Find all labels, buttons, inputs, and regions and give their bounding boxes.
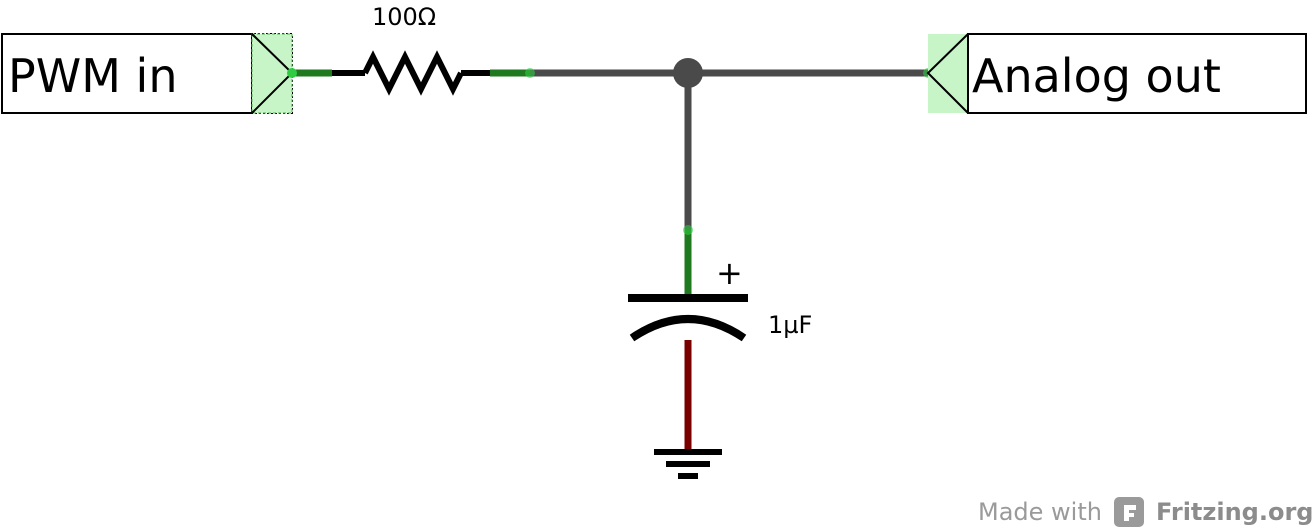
pwm-in-box xyxy=(1,33,253,114)
pwm-in-label: PWM in xyxy=(8,49,177,103)
analog-out-box xyxy=(967,33,1307,114)
capacitor-plate-negative xyxy=(629,315,747,342)
watermark-brand: Fritzing.org xyxy=(1156,498,1313,526)
resistor[interactable]: 100Ω xyxy=(332,3,490,96)
analog-out-arrow-icon xyxy=(926,33,969,114)
wires xyxy=(287,58,933,450)
watermark-prefix: Made with xyxy=(978,498,1102,526)
analog-out-connector-highlight xyxy=(928,34,968,113)
capacitor-polarity-plus-icon: + xyxy=(716,254,743,292)
pwm-in-pin-dot xyxy=(287,68,297,78)
resistor-pin-dot xyxy=(525,68,535,78)
pwm-in-port[interactable]: PWM in xyxy=(1,33,294,114)
pwm-in-connector-highlight xyxy=(251,33,293,114)
capacitor[interactable]: + 1µF xyxy=(628,254,812,342)
resistor-value-label: 100Ω xyxy=(372,3,436,31)
analog-out-port[interactable]: Analog out xyxy=(926,33,1307,114)
fritzing-logo-icon xyxy=(1114,497,1144,527)
ground-icon[interactable] xyxy=(654,449,722,479)
junction-node[interactable] xyxy=(673,58,703,88)
capacitor-pin-dot xyxy=(683,225,693,235)
capacitor-value-label: 1µF xyxy=(768,311,812,339)
fritzing-watermark[interactable]: Made with Fritzing.org xyxy=(978,497,1313,527)
analog-out-label: Analog out xyxy=(972,49,1221,103)
resistor-zigzag-icon xyxy=(362,50,464,96)
